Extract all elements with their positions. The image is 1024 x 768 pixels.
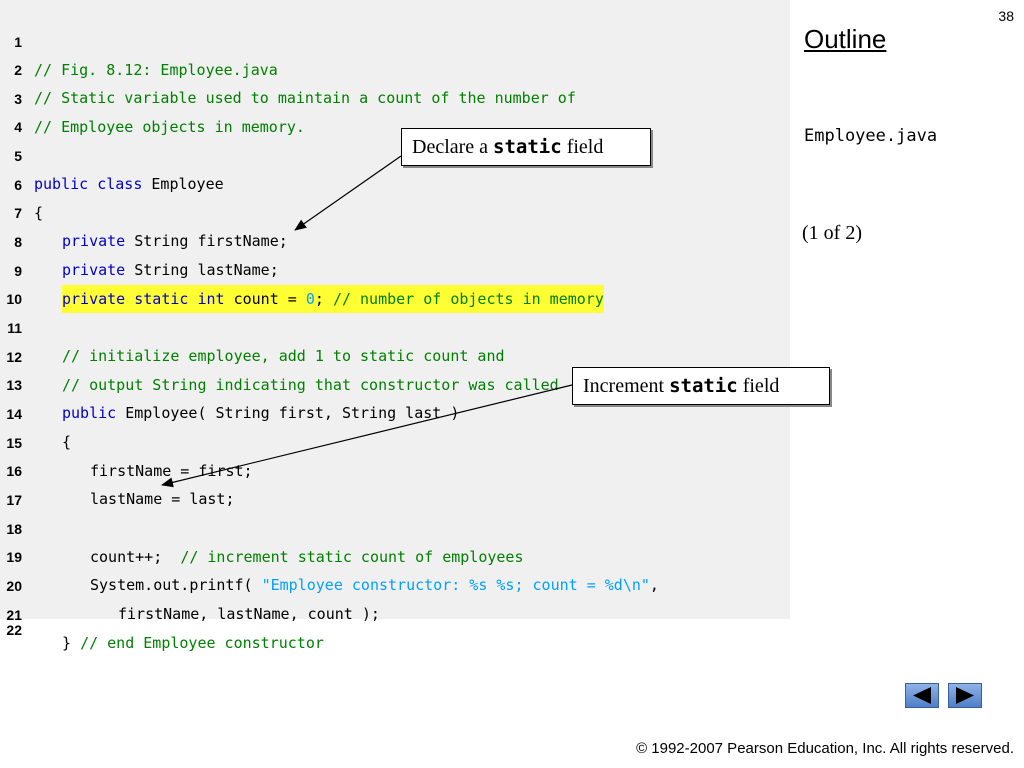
code-text: count++; // increment static count of em…: [90, 543, 523, 571]
line-number: 20: [6, 578, 22, 594]
code-text: private String lastName;: [62, 256, 279, 284]
code-text: // Employee objects in memory.: [34, 118, 305, 136]
next-slide-button[interactable]: [948, 683, 982, 708]
keyword: private: [62, 232, 126, 250]
callout-keyword: static: [669, 375, 738, 397]
comment: // number of objects in memory: [332, 290, 604, 308]
code-listing-panel: 1 // Fig. 8.12: Employee.java 2 // Stati…: [0, 0, 790, 652]
code-line-1: 1 // Fig. 8.12: Employee.java: [0, 0, 790, 79]
line-number: 3: [14, 91, 22, 107]
callout-text: Increment: [583, 375, 670, 397]
line-number: 11: [7, 320, 22, 336]
code-line-4: 4: [0, 85, 790, 135]
line-number: 21: [6, 607, 22, 623]
code-token: count =: [224, 290, 306, 308]
file-name-label: Employee.java: [804, 126, 938, 146]
code-line-10: 10: [0, 257, 790, 307]
line-number: 10: [6, 291, 22, 307]
code-text: lastName = last;: [90, 490, 235, 508]
code-text: firstName, lastName, count );: [118, 605, 380, 623]
string-literal: "Employee constructor: %s %s; count = %d…: [261, 576, 650, 594]
line-number: 17: [6, 492, 22, 508]
highlighted-code: private static int count = 0; // number …: [62, 285, 604, 313]
code-token: System.out.printf(: [90, 576, 262, 594]
code-text: public class Employee: [34, 170, 224, 198]
code-line-16: 16 lastName = last;: [0, 429, 790, 508]
keyword: private: [62, 261, 126, 279]
code-line-22: 22: [0, 597, 790, 638]
outline-link[interactable]: Outline: [804, 24, 887, 54]
code-text: // Fig. 8.12: Employee.java: [34, 61, 278, 79]
line-number: 19: [6, 549, 22, 565]
line-number: 2: [14, 62, 22, 78]
callout-text: Declare a: [412, 136, 494, 158]
code-token: String firstName;: [125, 232, 288, 250]
code-text: {: [34, 204, 44, 222]
line-number: 22: [6, 622, 22, 638]
right-arrow-icon: [956, 687, 974, 704]
code-text: } // end Employee constructor: [62, 629, 324, 657]
code-line-15: 15 firstName = first;: [0, 401, 790, 480]
comment: // increment static count of employees: [180, 548, 524, 566]
code-text: {: [62, 433, 72, 451]
line-number: 16: [6, 463, 22, 479]
previous-slide-button[interactable]: [905, 683, 939, 708]
code-line-9: 9 private static int count = 0; // numbe…: [0, 229, 790, 313]
code-line-6: 6 {: [0, 143, 790, 222]
line-number: 18: [6, 521, 22, 537]
code-line-8: 8 private String lastName;: [0, 200, 790, 279]
code-token: }: [62, 634, 81, 652]
code-line-7: 7 private String firstName;: [0, 171, 790, 250]
page-count-label: (1 of 2): [802, 222, 862, 244]
callout-keyword: static: [493, 136, 562, 158]
keyword: public class: [34, 175, 143, 193]
keyword: private static int: [62, 290, 225, 308]
slide-number: 38: [998, 8, 1014, 24]
line-number: 7: [14, 205, 22, 221]
code-text: // Static variable used to maintain a co…: [34, 89, 576, 107]
code-line-2: 2 // Static variable used to maintain a …: [0, 28, 790, 107]
line-number: 14: [6, 406, 22, 422]
callout-text: field: [561, 136, 604, 158]
code-token: ;: [314, 290, 333, 308]
code-line-5: 5 public class Employee: [0, 114, 790, 193]
keyword: public: [62, 404, 117, 422]
number-literal: 0: [305, 290, 315, 308]
code-line-20: 20 firstName, lastName, count );: [0, 544, 790, 623]
line-number: 1: [14, 34, 22, 50]
code-line-14: 14 {: [0, 372, 790, 451]
line-number: 6: [14, 177, 22, 193]
line-number: 4: [14, 119, 22, 135]
code-line-19: 19 System.out.printf( "Employee construc…: [0, 515, 790, 594]
code-token: count++;: [90, 548, 181, 566]
line-number: 5: [14, 148, 22, 164]
code-text: System.out.printf( "Employee constructor…: [90, 571, 659, 599]
callout-text: field: [737, 375, 780, 397]
code-line-11: 11 // initialize employee, add 1 to stat…: [0, 286, 790, 365]
callout-declare-static-field: Declare a static field: [401, 128, 651, 166]
line-number: 13: [6, 377, 22, 393]
copyright-notice: © 1992-2007 Pearson Education, Inc. All …: [636, 740, 1014, 757]
code-line-18: 18 count++; // increment static count of…: [0, 487, 790, 566]
code-token: ,: [649, 576, 659, 594]
line-number: 12: [6, 349, 22, 365]
code-text: private String firstName;: [62, 227, 288, 255]
code-line-17: 17: [0, 458, 790, 508]
code-line-21: 21 } // end Employee constructor: [0, 573, 790, 652]
code-line-12: 12 // output String indicating that cons…: [0, 315, 790, 394]
line-number: 8: [14, 234, 22, 250]
line-number: 9: [14, 263, 22, 279]
comment: // end Employee constructor: [80, 634, 324, 652]
code-text: // initialize employee, add 1 to static …: [62, 347, 505, 365]
code-token: String lastName;: [125, 261, 279, 279]
left-arrow-icon: [913, 687, 931, 704]
callout-increment-static-field: Increment static field: [572, 367, 830, 405]
code-token: Employee: [142, 175, 224, 193]
line-number: 15: [6, 435, 22, 451]
code-line-3: 3 // Employee objects in memory.: [0, 57, 790, 136]
